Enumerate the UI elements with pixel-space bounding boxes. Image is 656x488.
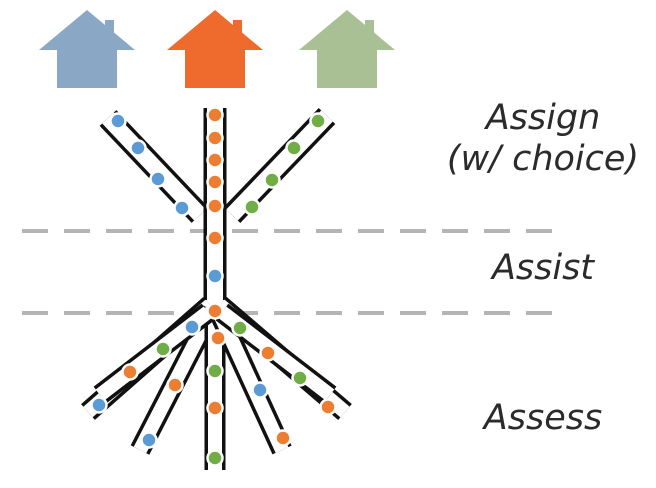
orange-dot: [319, 398, 337, 416]
blue-dot: [206, 267, 224, 285]
assess-label: Assess: [483, 398, 603, 438]
blue-dot: [129, 139, 147, 157]
blue-dot: [173, 199, 191, 217]
track-fan-3-channel: [211, 307, 289, 453]
orange-dot: [206, 106, 224, 124]
orange-dot: [206, 129, 224, 147]
blue-dot: [149, 170, 167, 188]
green-dot: [291, 369, 309, 387]
assign-subtitle: (w/ choice): [446, 139, 640, 180]
blue-dot: [109, 112, 127, 130]
orange-dot: [206, 229, 224, 247]
orange-dot: [259, 344, 277, 362]
house-chimney: [105, 20, 114, 40]
blue-dot: [140, 431, 158, 449]
house-icon: [39, 10, 135, 88]
track-left-in-channel: [102, 112, 206, 221]
house-icon: [167, 10, 263, 88]
blue-dot: [183, 318, 201, 336]
green-dot: [206, 449, 224, 467]
orange-dot: [206, 173, 224, 191]
orange-dot: [274, 429, 292, 447]
orange-dot: [166, 376, 184, 394]
assist-label: Assist: [491, 248, 595, 288]
green-dot: [263, 171, 281, 189]
green-dot: [206, 362, 224, 380]
house-chimney: [233, 20, 242, 40]
orange-dot: [206, 399, 224, 417]
green-dot: [154, 340, 172, 358]
blue-dot: [90, 396, 108, 414]
orange-dot: [121, 363, 139, 381]
track-right-in-channel: [226, 110, 333, 221]
green-dot: [231, 319, 249, 337]
blue-dot: [251, 381, 269, 399]
house-icon: [299, 10, 395, 88]
house-chimney: [365, 20, 374, 40]
orange-dot: [206, 151, 224, 169]
green-dot: [285, 139, 303, 157]
assign-label: Assign (w/ choice): [430, 98, 656, 181]
green-dot: [309, 112, 327, 130]
orange-dot: [206, 302, 224, 320]
green-dot: [243, 198, 261, 216]
orange-dot: [206, 197, 224, 215]
assign-title: Assign: [485, 98, 601, 138]
orange-dot: [209, 329, 227, 347]
